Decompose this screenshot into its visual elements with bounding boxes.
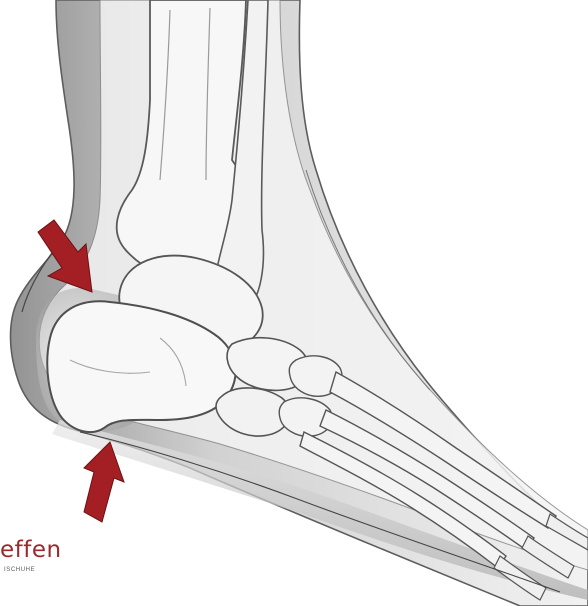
logo-subtitle: ISCHUHE — [4, 567, 35, 573]
brand-logo: effen ISCHUHE — [0, 536, 110, 580]
logo-wordmark: effen — [0, 536, 62, 564]
